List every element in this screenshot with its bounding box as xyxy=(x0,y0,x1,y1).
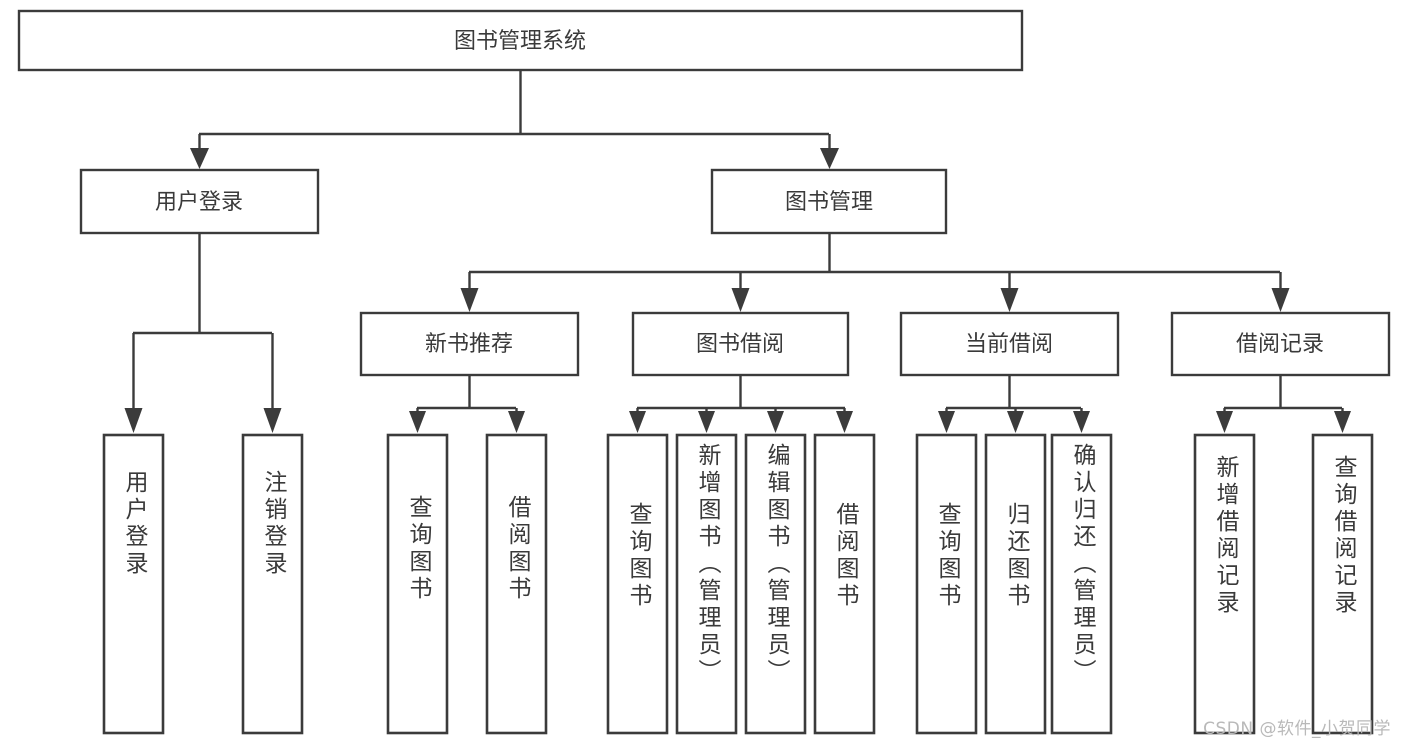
node-borrow-record[interactable]: 借阅记录 xyxy=(1170,311,1391,377)
node-new-book-recommend[interactable]: 新书推荐 xyxy=(359,311,580,377)
arrow-head-br-leaf-1 xyxy=(1216,411,1233,433)
arrow-head-nb-leaf-2 xyxy=(508,411,525,433)
connector-layer xyxy=(124,70,1351,433)
arrow-head-cb-leaf-3 xyxy=(1073,411,1090,433)
node-new-book-recommend-label: 新书推荐 xyxy=(425,332,513,357)
arrow-head-bb-leaf-2 xyxy=(698,411,715,433)
arrow-head-bb-leaf-4 xyxy=(836,411,853,433)
node-root-label: 图书管理系统 xyxy=(454,29,586,54)
leaf-box-layer xyxy=(102,433,1374,735)
arrow-head-br-leaf-2 xyxy=(1334,411,1351,433)
arrow-head-nb-leaf-1 xyxy=(409,411,426,433)
leaf-box-nb-borrow-book[interactable] xyxy=(485,433,548,735)
node-root-box[interactable] xyxy=(17,9,1024,72)
leaf-box-bb-add-book-admin[interactable] xyxy=(675,433,738,735)
node-book-borrow[interactable]: 图书借阅 xyxy=(631,311,850,377)
arrow-head-bb-leaf-1 xyxy=(629,411,646,433)
node-book-manage[interactable]: 图书管理 xyxy=(710,168,948,235)
node-current-borrow-label: 当前借阅 xyxy=(965,332,1053,357)
node-borrow-record-box[interactable] xyxy=(1170,311,1391,377)
node-book-manage-box[interactable] xyxy=(710,168,948,235)
arrow-head-current-borrow xyxy=(1000,288,1019,312)
arrow-head-book-borrow xyxy=(731,288,750,312)
arrow-head-leaf-logout xyxy=(263,408,282,433)
arrow-head-cb-leaf-1 xyxy=(938,411,955,433)
arrow-head-bb-leaf-3 xyxy=(767,411,784,433)
leaf-box-logout[interactable] xyxy=(241,433,304,735)
leaf-box-br-add-record[interactable] xyxy=(1193,433,1256,735)
arrow-head-book-manage xyxy=(820,148,839,169)
leaf-box-bb-edit-book-admin[interactable] xyxy=(744,433,807,735)
node-book-borrow-label: 图书借阅 xyxy=(696,332,784,357)
arrow-head-leaf-user-login xyxy=(124,408,143,433)
node-book-manage-label: 图书管理 xyxy=(785,190,873,215)
leaf-box-user-login[interactable] xyxy=(102,433,165,735)
arrow-head-cb-leaf-2 xyxy=(1007,411,1024,433)
leaf-box-cb-query-book[interactable] xyxy=(915,433,978,735)
arrow-head-user-login xyxy=(190,148,209,169)
leaf-box-bb-borrow-book[interactable] xyxy=(813,433,876,735)
leaf-box-cb-confirm-return-admin[interactable] xyxy=(1050,433,1113,735)
arrow-head-new-book xyxy=(460,288,479,312)
arrow-head-borrow-record xyxy=(1271,288,1290,312)
node-current-borrow-box[interactable] xyxy=(899,311,1120,377)
leaf-box-br-query-record[interactable] xyxy=(1311,433,1374,735)
leaf-box-nb-query-book[interactable] xyxy=(386,433,449,735)
node-new-book-recommend-box[interactable] xyxy=(359,311,580,377)
node-user-login[interactable]: 用户登录 xyxy=(79,168,320,235)
csdn-watermark: CSDN @软件_小贺同学 xyxy=(1203,719,1391,739)
leaf-box-bb-query-book[interactable] xyxy=(606,433,669,735)
node-book-borrow-box[interactable] xyxy=(631,311,850,377)
node-current-borrow[interactable]: 当前借阅 xyxy=(899,311,1120,377)
leaf-box-cb-return-book[interactable] xyxy=(984,433,1047,735)
node-root[interactable]: 图书管理系统 xyxy=(17,9,1024,72)
node-borrow-record-label: 借阅记录 xyxy=(1236,332,1324,357)
node-user-login-label: 用户登录 xyxy=(155,190,243,215)
node-user-login-box[interactable] xyxy=(79,168,320,235)
